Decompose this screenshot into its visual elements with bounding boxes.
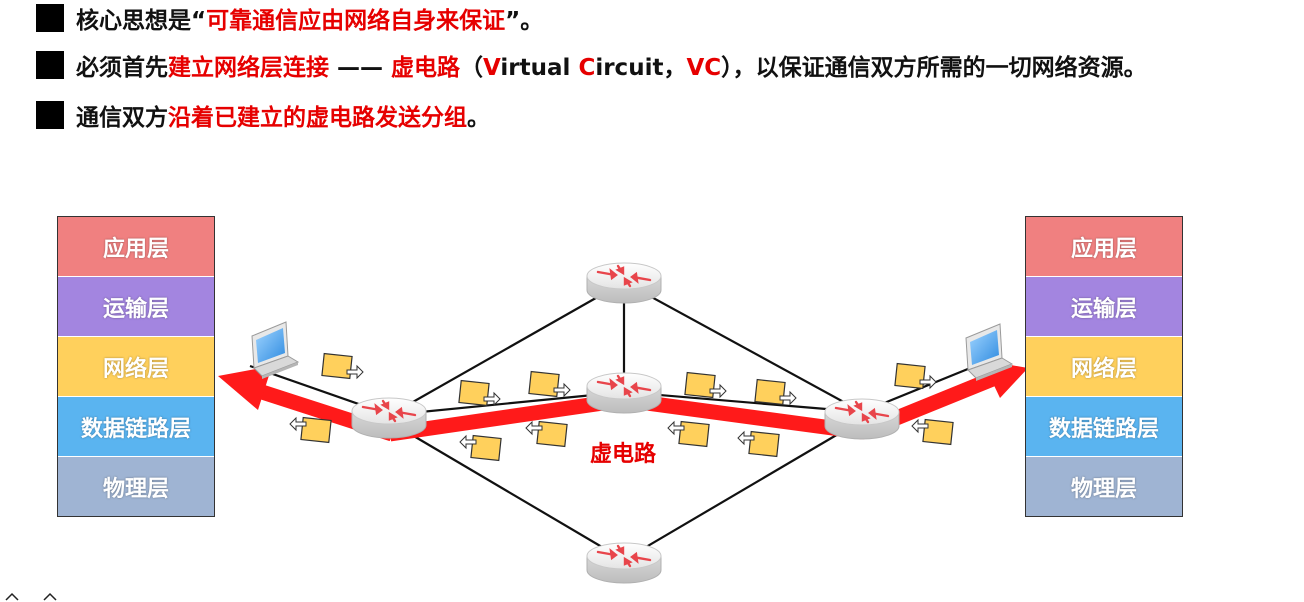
plain-text: irtual [500,55,579,81]
highlight-text: V [483,55,501,81]
highlight-text: 虚电路 [391,55,461,81]
right-protocol-stack: 应用层运输层网络层数据链路层物理层 [1025,216,1183,517]
plain-text: ），以保证通信双方所需的一切网络资源。 [721,55,1147,81]
highlight-text: C [578,55,596,81]
plain-text: ircuit， [595,55,687,81]
layer-0: 应用层 [1026,217,1182,277]
plain-text: ”。 [505,8,544,34]
layer-4: 物理层 [1026,457,1182,516]
plain-text: 必须首先 [76,55,168,81]
layer-1: 运输层 [58,277,214,337]
router-icon [585,371,663,415]
packet-icon [525,420,568,448]
laptop-icon [251,321,299,380]
layer-2: 网络层 [58,337,214,397]
layer-3: 数据链路层 [58,397,214,457]
packet-icon [459,434,502,462]
cropped-edge-mark [5,592,57,601]
packet-icon [667,420,710,448]
layer-3: 数据链路层 [1026,397,1182,457]
plain-text: 核心思想是 [76,8,191,34]
plain-text: “ [191,8,207,34]
router-icon [823,397,901,441]
bullet-text: 核心思想是“可靠通信应由网络自身来保证”。 [76,1,543,35]
packet-icon [458,379,501,407]
bullet-text: 必须首先建立网络层连接 —— 虚电路（Virtual Circuit，VC），以… [76,48,1147,82]
bullet-send-packets: 通信双方沿着已建立的虚电路发送分组。 [36,97,490,133]
packet-icon [289,416,332,444]
packet-icon [894,362,937,390]
packet-icon [754,378,797,406]
plain-text: 。 [467,105,490,131]
bullet-text: 通信双方沿着已建立的虚电路发送分组。 [76,98,490,132]
virtual-circuit-label: 虚电路 [590,442,657,467]
layer-0: 应用层 [58,217,214,277]
router-icon [585,261,663,305]
packet-icon [684,371,727,399]
router-icon [350,396,428,440]
packet-icon [911,418,954,446]
bullet-square-icon [36,51,64,79]
vc-arrow-left-icon [218,366,272,410]
plain-text: 通信双方 [76,105,168,131]
layer-4: 物理层 [58,457,214,516]
plain-text: （ [460,55,484,81]
bullet-square-icon [36,101,64,129]
packet-icon [528,370,571,398]
bullet-square-icon [36,4,64,32]
highlight-text: 建立网络层连接 [168,55,329,81]
packet-icon [737,430,780,458]
highlight-text: VC [686,55,722,81]
layer-1: 运输层 [1026,277,1182,337]
highlight-text: 可靠通信应由网络自身来保证 [206,8,506,34]
packet-icon [321,352,364,380]
plain-text: —— [329,55,392,81]
router-icon [585,541,663,585]
layer-2: 网络层 [1026,337,1182,397]
bullet-establish-vc: 必须首先建立网络层连接 —— 虚电路（Virtual Circuit，VC），以… [36,47,1147,83]
bullet-core-idea: 核心思想是“可靠通信应由网络自身来保证”。 [36,0,543,36]
highlight-text: 沿着已建立的虚电路发送分组 [168,105,467,131]
left-protocol-stack: 应用层运输层网络层数据链路层物理层 [57,216,215,517]
